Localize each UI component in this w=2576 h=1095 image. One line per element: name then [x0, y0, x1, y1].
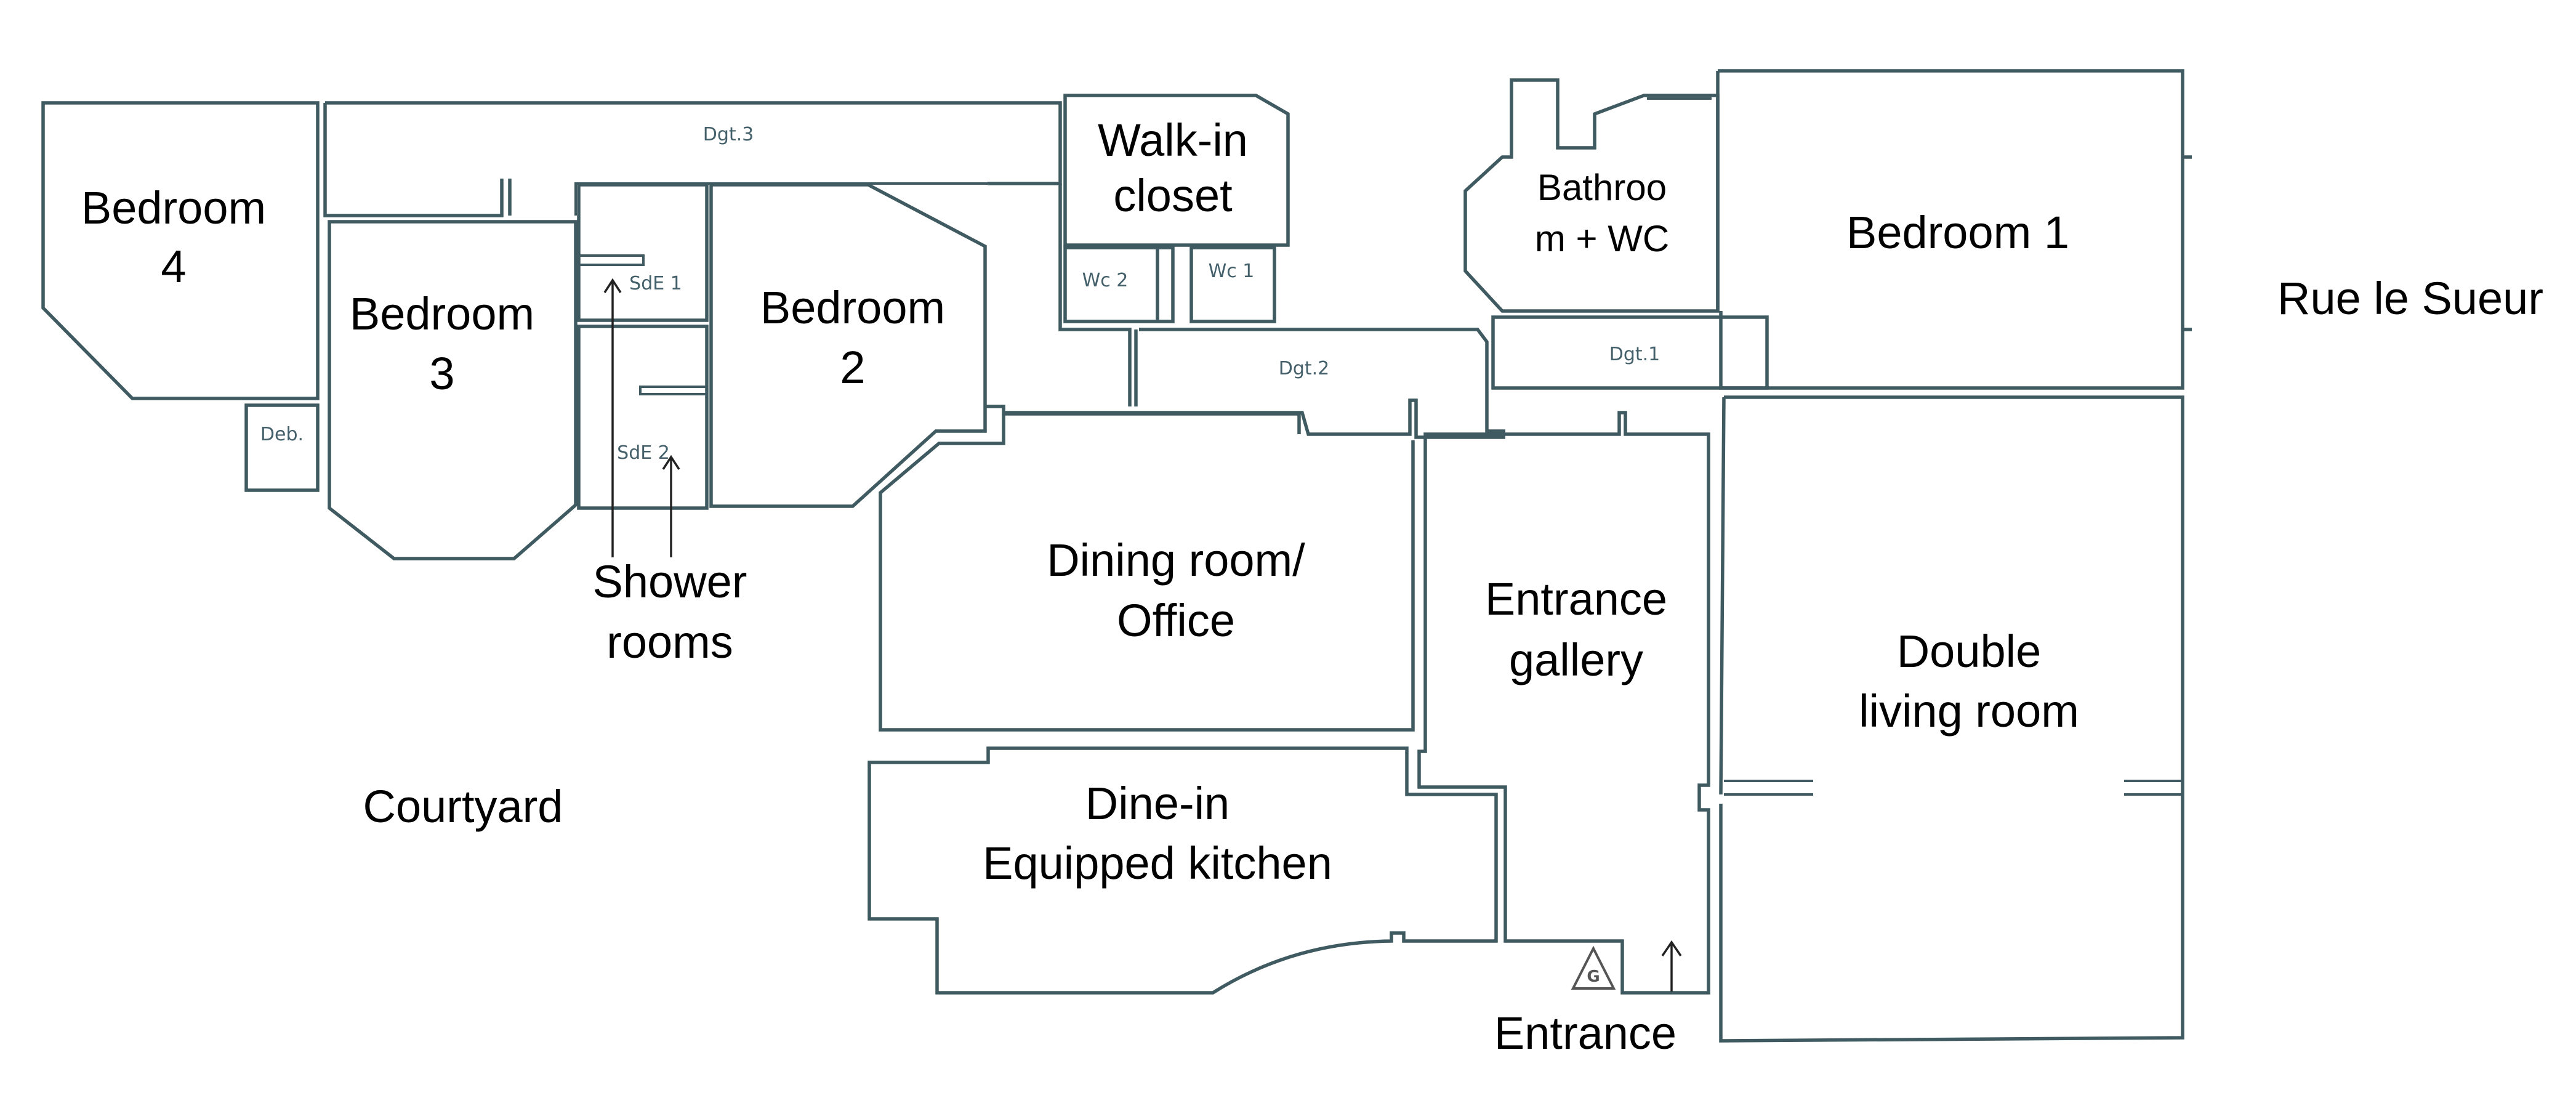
wall-dgt2: [1058, 184, 1505, 433]
entrance-arrow-icon: [1661, 940, 1682, 992]
wall-dgt3: [323, 101, 1062, 217]
wall-bedroom-3: [328, 220, 578, 560]
label-deb: Deb.: [260, 424, 304, 445]
label-entrance: Entrance: [1494, 1008, 1676, 1059]
label-bedroom-2-line1: Bedroom: [760, 282, 945, 333]
wall-dgt3-inner: [574, 182, 988, 216]
wall-walk-in-closet: [1063, 94, 1290, 247]
walls: [41, 69, 2192, 1043]
label-dgt1: Dgt.1: [1609, 344, 1660, 365]
shower-arrows: [603, 278, 680, 557]
label-double-living-line2: living room: [1859, 685, 2079, 737]
label-wc1: Wc 1: [1209, 261, 1255, 282]
wall-bedroom-4: [41, 101, 320, 400]
wall-sde2-inner: [639, 386, 707, 395]
label-dining-office-line2: Office: [1117, 595, 1235, 646]
label-bedroom-2-line2: 2: [840, 342, 865, 393]
wall-bathroom-inner: [1510, 80, 1712, 157]
label-courtyard: Courtyard: [363, 781, 563, 832]
label-shower-rooms-line2: rooms: [606, 616, 733, 668]
label-bedroom-1: Bedroom 1: [1846, 207, 2069, 258]
label-kitchen-line2: Equipped kitchen: [983, 838, 1332, 889]
wall-double-living: [1719, 395, 2184, 1043]
label-dgt2: Dgt.2: [1279, 358, 1330, 379]
gas-meter-icon: G: [1571, 945, 1616, 990]
arrow-to-sde1: [603, 278, 622, 557]
label-shower-rooms-line1: Shower: [593, 556, 747, 607]
label-bedroom-3-line2: 3: [429, 348, 454, 399]
label-dgt3: Dgt.3: [703, 124, 754, 145]
wall-bedroom-2: [709, 183, 987, 508]
label-bathroom-line2: m + WC: [1535, 218, 1669, 259]
wall-sde1-inner: [579, 254, 645, 266]
wall-wc1: [1189, 246, 1276, 323]
label-sde1: SdE 1: [629, 273, 682, 294]
wall-dgt1: [1491, 315, 1769, 390]
label-bedroom-4-line2: 4: [161, 241, 186, 292]
label-kitchen-line1: Dine-in: [1085, 778, 1230, 829]
gas-meter-label: G: [1587, 968, 1600, 986]
label-bedroom-3-line1: Bedroom: [350, 288, 534, 339]
wall-entrance-gallery: [1417, 411, 1710, 995]
wall-dgt2-bottom: [985, 398, 1505, 439]
label-wc2: Wc 2: [1082, 270, 1129, 291]
label-bathroom-line1: Bathroo: [1537, 167, 1667, 208]
label-dining-office-line1: Dining room/: [1047, 535, 1305, 586]
label-walk-in-closet-line2: closet: [1113, 170, 1233, 221]
wall-bedroom-1: [1716, 69, 2192, 390]
wall-kitchen: [867, 746, 1498, 995]
wall-sde2: [577, 325, 709, 510]
label-sde2: SdE 2: [617, 442, 670, 464]
arrow-to-sde2: [662, 455, 680, 557]
wall-deb: [244, 403, 320, 492]
label-street: Rue le Sueur: [2277, 273, 2543, 324]
label-double-living-line1: Double: [1897, 626, 2042, 677]
label-bedroom-4-line1: Bedroom: [81, 182, 266, 233]
wall-dining-office: [879, 412, 1415, 732]
wall-living-partition: [1724, 780, 2183, 796]
wall-wc2: [1063, 246, 1175, 323]
wall-sde1: [577, 183, 709, 322]
label-entrance-gallery-line1: Entrance: [1485, 573, 1667, 624]
label-entrance-gallery-line2: gallery: [1509, 634, 1643, 685]
label-walk-in-closet-line1: Walk-in: [1098, 115, 1248, 166]
